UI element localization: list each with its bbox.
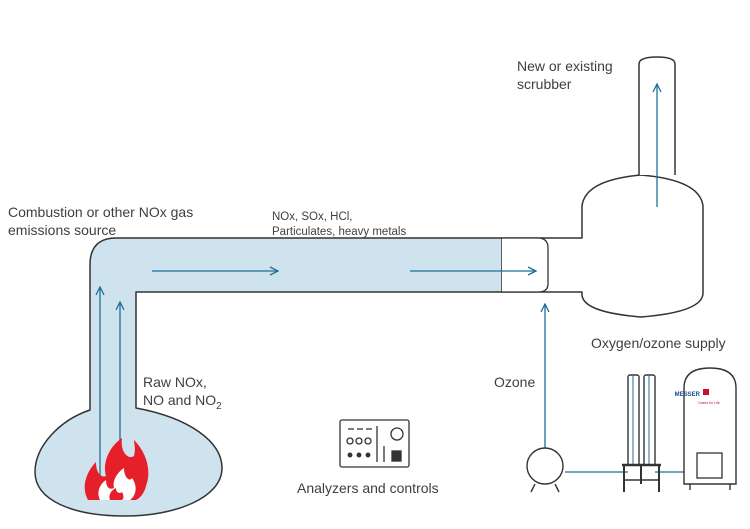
raw-nox-label-line1: Raw NOx, [143,374,207,390]
duct-inlet [502,237,549,293]
raw-nox-label: Raw NOx, NO and NO2 [143,373,222,412]
scrubber-label-line1: New or existing [517,58,613,74]
source-label-line2: emissions source [8,222,117,238]
gases-label-line1: NOx, SOx, HCl, [272,211,353,223]
raw-nox-label-subscript: 2 [216,400,222,412]
flame-icon [84,438,149,500]
ozone-generator-icon [622,374,661,492]
oxygen-ozone-supply-label: Oxygen/ozone supply [591,335,726,351]
tank-tagline: Gases for Life [698,401,720,405]
messer-logo-mark [703,389,709,395]
scrubber-label-line2: scrubber [517,76,572,92]
scrubber-label: New or existing scrubber [517,57,613,93]
pump-icon [526,447,564,493]
gases-label-line2: Particulates, heavy metals [272,226,407,238]
analyzers-label: Analyzers and controls [297,480,439,496]
gases-label: NOx, SOx, HCl, Particulates, heavy metal… [272,210,406,240]
ozone-label: Ozone [494,374,536,390]
oxygen-tank-icon: MESSER Gases for Life [675,367,737,490]
flue-duct [34,237,503,517]
raw-nox-label-line2-text: NO and NO [143,392,217,408]
source-label: Combustion or other NOx gas emissions so… [8,203,193,239]
raw-nox-label-line2: NO and NO2 [143,391,222,412]
control-panel-icon [339,419,410,468]
tank-brand: MESSER [675,392,701,398]
source-label-line1: Combustion or other NOx gas [8,204,194,220]
scrubber-vessel [502,174,704,318]
